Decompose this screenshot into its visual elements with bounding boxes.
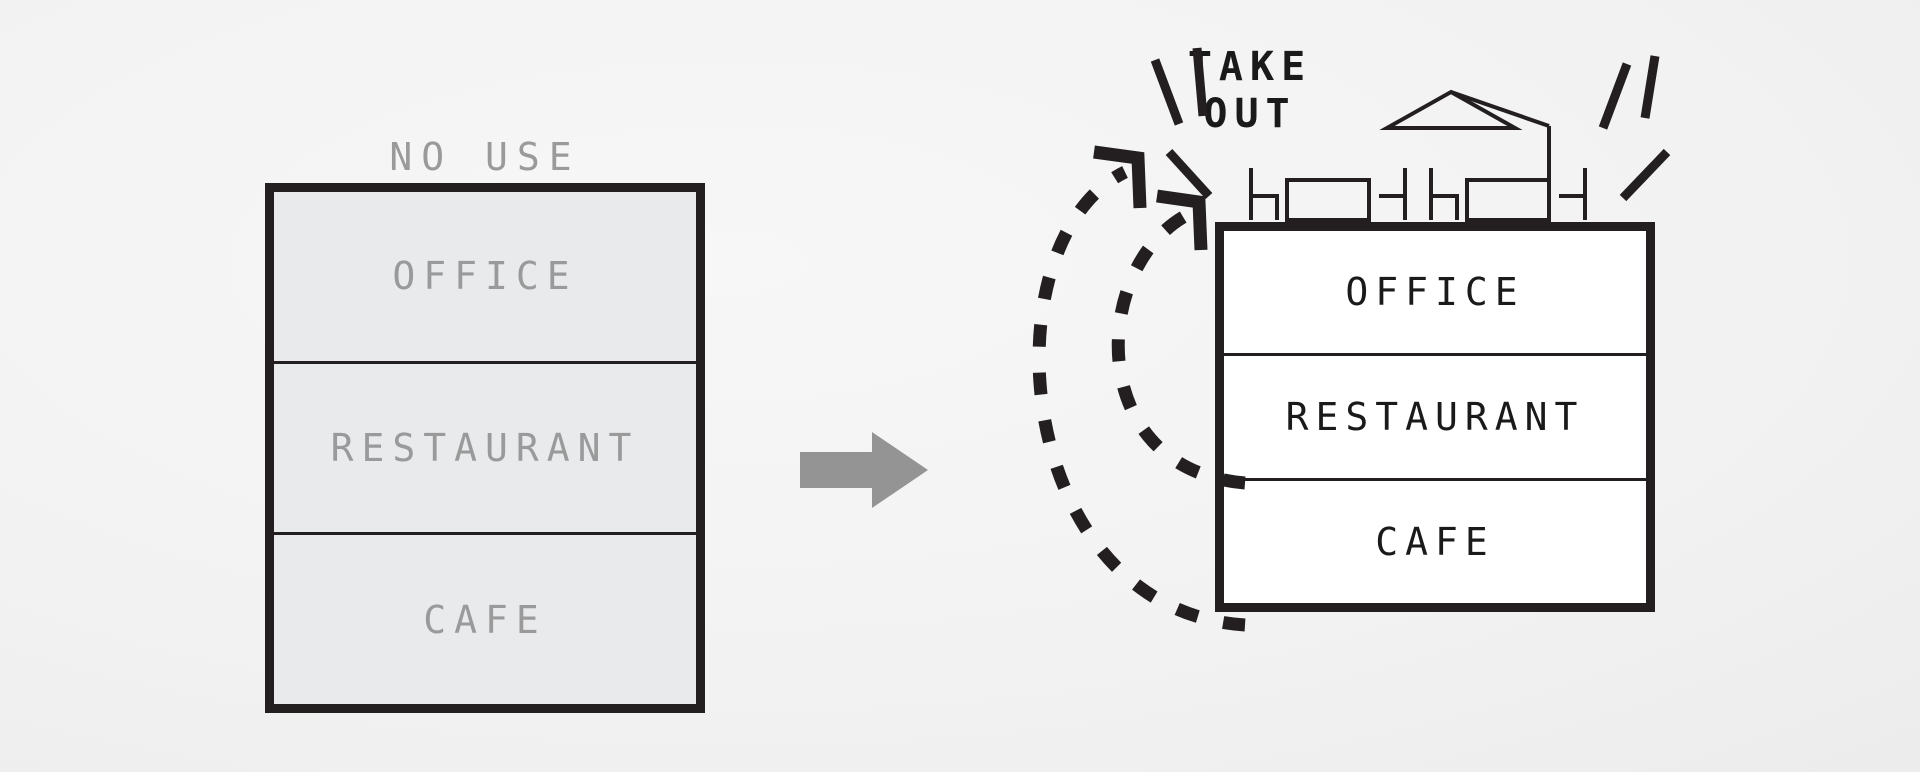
connector-arrowhead-cafe	[1093, 145, 1147, 209]
after-floor-office: OFFICE	[1224, 231, 1646, 356]
before-floor-restaurant: RESTAURANT	[274, 364, 696, 536]
before-floor-cafe-label: CAFE	[423, 597, 547, 642]
before-floor-restaurant-label: RESTAURANT	[330, 426, 640, 470]
after-floor-restaurant: RESTAURANT	[1224, 356, 1646, 481]
after-floor-cafe: CAFE	[1224, 481, 1646, 603]
no-use-label: NO USE	[389, 135, 581, 179]
right-arrow-icon	[800, 432, 928, 508]
before-floor-office: OFFICE	[274, 192, 696, 364]
before-floor-office-label: OFFICE	[392, 254, 578, 299]
before-floor-cafe: CAFE	[274, 535, 696, 704]
take-out-line-2: OUT	[1203, 91, 1297, 137]
after-floor-cafe-label: CAFE	[1375, 520, 1495, 564]
after-building: OFFICE RESTAURANT CAFE	[1215, 222, 1655, 612]
connector-arc-cafe	[1032, 166, 1246, 632]
after-floor-restaurant-label: RESTAURANT	[1285, 395, 1585, 439]
connector-arrowhead-restaurant	[1156, 189, 1208, 251]
before-building: OFFICE RESTAURANT CAFE	[265, 183, 705, 713]
connector-arc-restaurant	[1111, 210, 1246, 490]
transform-arrow	[800, 430, 930, 514]
after-floor-office-label: OFFICE	[1345, 270, 1525, 314]
